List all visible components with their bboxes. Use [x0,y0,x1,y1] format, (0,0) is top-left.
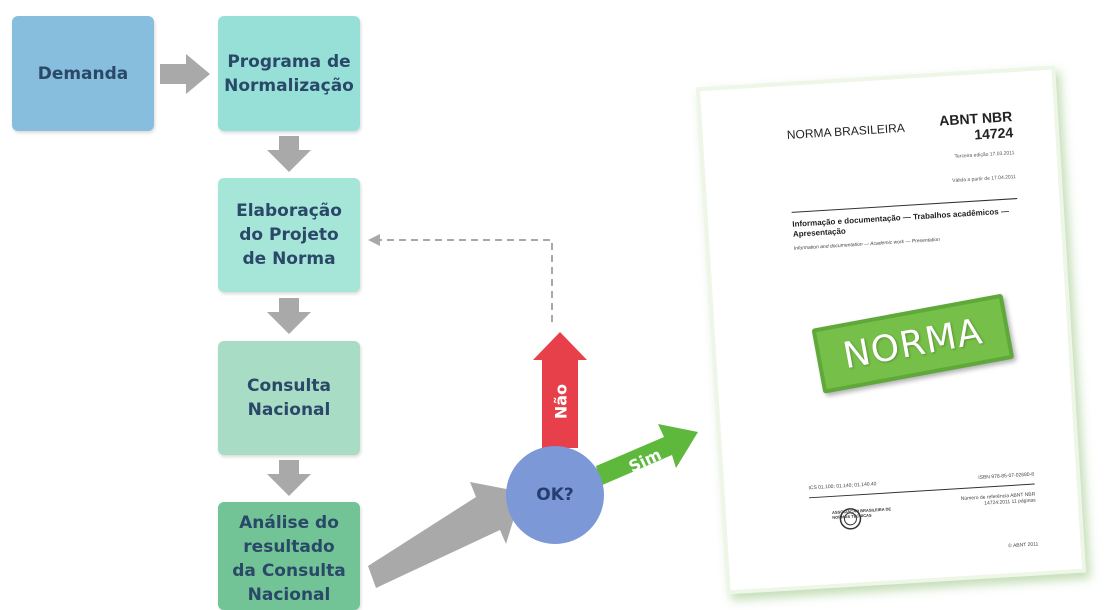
label-nao: Não [551,383,571,420]
abnt-logo-icon [839,508,862,530]
doc-valida: Válida a partir de 17.04.2011 [951,174,1017,184]
box-analise-label: Análise do resultado da Consulta Naciona… [232,513,346,605]
box-elaboracao-label: Elaboração do Projeto de Norma [236,201,342,269]
box-programa-label: Programa de Normalização [224,51,354,96]
box-consulta-nacional: Consulta Nacional [218,341,360,455]
box-programa-normalizacao: Programa de Normalização [218,16,360,131]
box-analise-resultado: Análise do resultado da Consulta Naciona… [218,502,360,610]
norma-stamp: NORMA [811,293,1015,394]
feedback-arrowhead [368,234,380,246]
box-demanda-label: Demanda [37,63,129,84]
arrow-demanda-to-programa [160,54,210,94]
feedback-dashed-line [378,239,553,322]
decision-label: OK? [536,485,574,505]
doc-norma-brasileira: NORMA BRASILEIRA [786,120,906,142]
norma-document: NORMA BRASILEIRA ABNT NBR 14724 Terceira… [700,69,1082,591]
doc-copyright: © ABNT 2011 [1008,541,1039,550]
doc-ics: ICS 01.100; 01.140; 01.140.40 [808,481,877,492]
arrow-elaboracao-to-consulta [267,298,311,334]
arrow-programa-to-elaboracao [267,136,311,172]
doc-code-block: ABNT NBR 14724 [939,108,1014,144]
arrow-sim [596,424,698,486]
box-consulta-label: Consulta Nacional [247,376,331,420]
arrow-nao [533,332,587,448]
decision-circle: OK? [506,446,604,544]
box-demanda: Demanda [12,16,154,131]
box-elaboracao-projeto: Elaboração do Projeto de Norma [218,178,360,292]
arrow-consulta-to-analise [267,460,311,496]
doc-isbn: ISBN 978-85-07-02680-8 [978,471,1035,481]
doc-reference: Número de referência ABNT NBR 14724:2011… [960,491,1036,507]
doc-edicao: Terceira edição 17.03.2011 [954,150,1015,160]
arrow-analise-to-decision [368,482,522,588]
